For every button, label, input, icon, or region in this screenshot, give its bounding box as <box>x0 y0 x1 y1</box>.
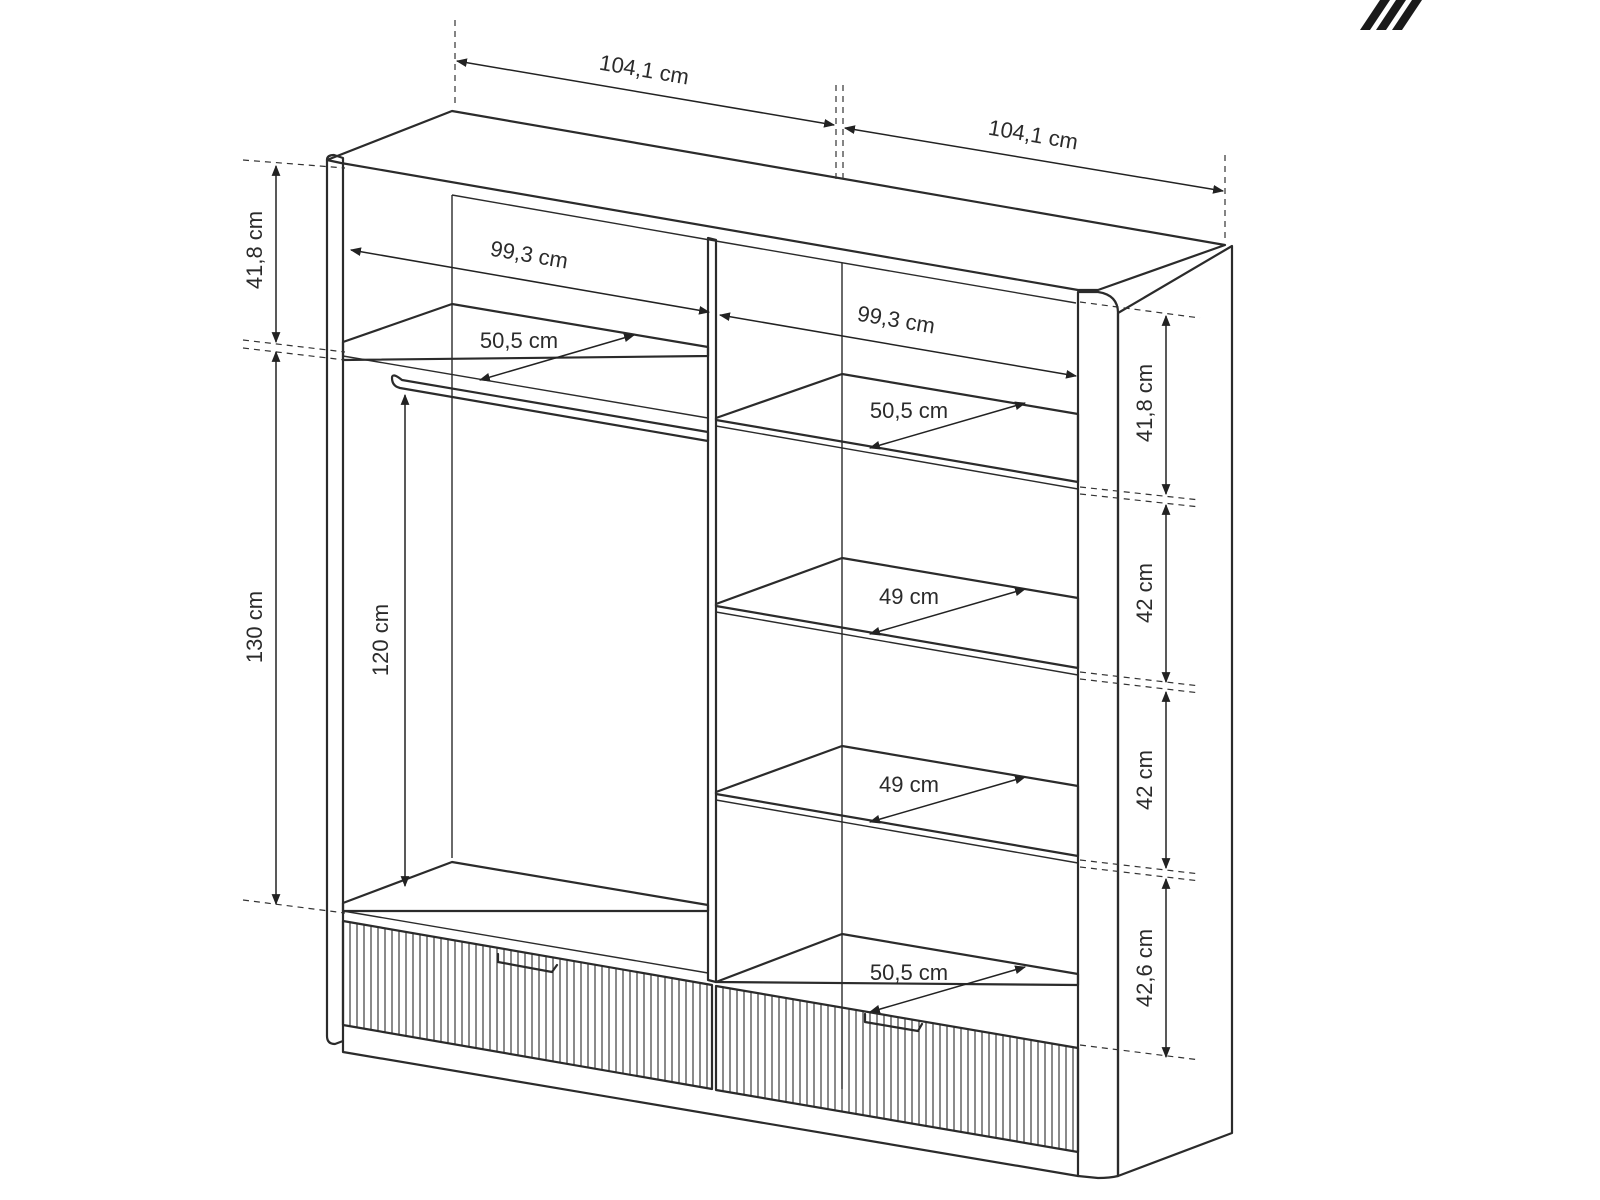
label-top-width-left: 104,1 cm <box>598 50 691 90</box>
drawer-left <box>341 919 714 1091</box>
label-inner-width-left: 99,3 cm <box>489 236 570 274</box>
dimension-lines <box>242 20 1226 1061</box>
label-height-right-1: 41,8 cm <box>1132 364 1157 442</box>
label-depth-right-bottom: 50,5 cm <box>870 960 948 985</box>
label-depth-right-top: 50,5 cm <box>870 398 948 423</box>
label-height-rail: 120 cm <box>368 604 393 676</box>
label-height-right-3: 42 cm <box>1132 750 1157 810</box>
label-height-left-main: 130 cm <box>242 591 267 663</box>
label-depth-right-3: 49 cm <box>879 772 939 797</box>
brand-logo-icon <box>1360 0 1422 30</box>
label-depth-left-top: 50,5 cm <box>480 328 558 353</box>
label-depth-right-2: 49 cm <box>879 584 939 609</box>
label-height-right-2: 42 cm <box>1132 563 1157 623</box>
right-compartment <box>714 372 1080 987</box>
label-top-width-right: 104,1 cm <box>987 115 1080 155</box>
label-inner-width-right: 99,3 cm <box>856 301 937 339</box>
label-height-right-4: 42,6 cm <box>1132 929 1157 1007</box>
label-height-left-top: 41,8 cm <box>242 211 267 289</box>
drawer-right <box>714 984 1080 1154</box>
dimension-labels: 104,1 cm 104,1 cm 99,3 cm 99,3 cm 50,5 c… <box>242 50 1157 1007</box>
left-compartment <box>341 302 710 974</box>
